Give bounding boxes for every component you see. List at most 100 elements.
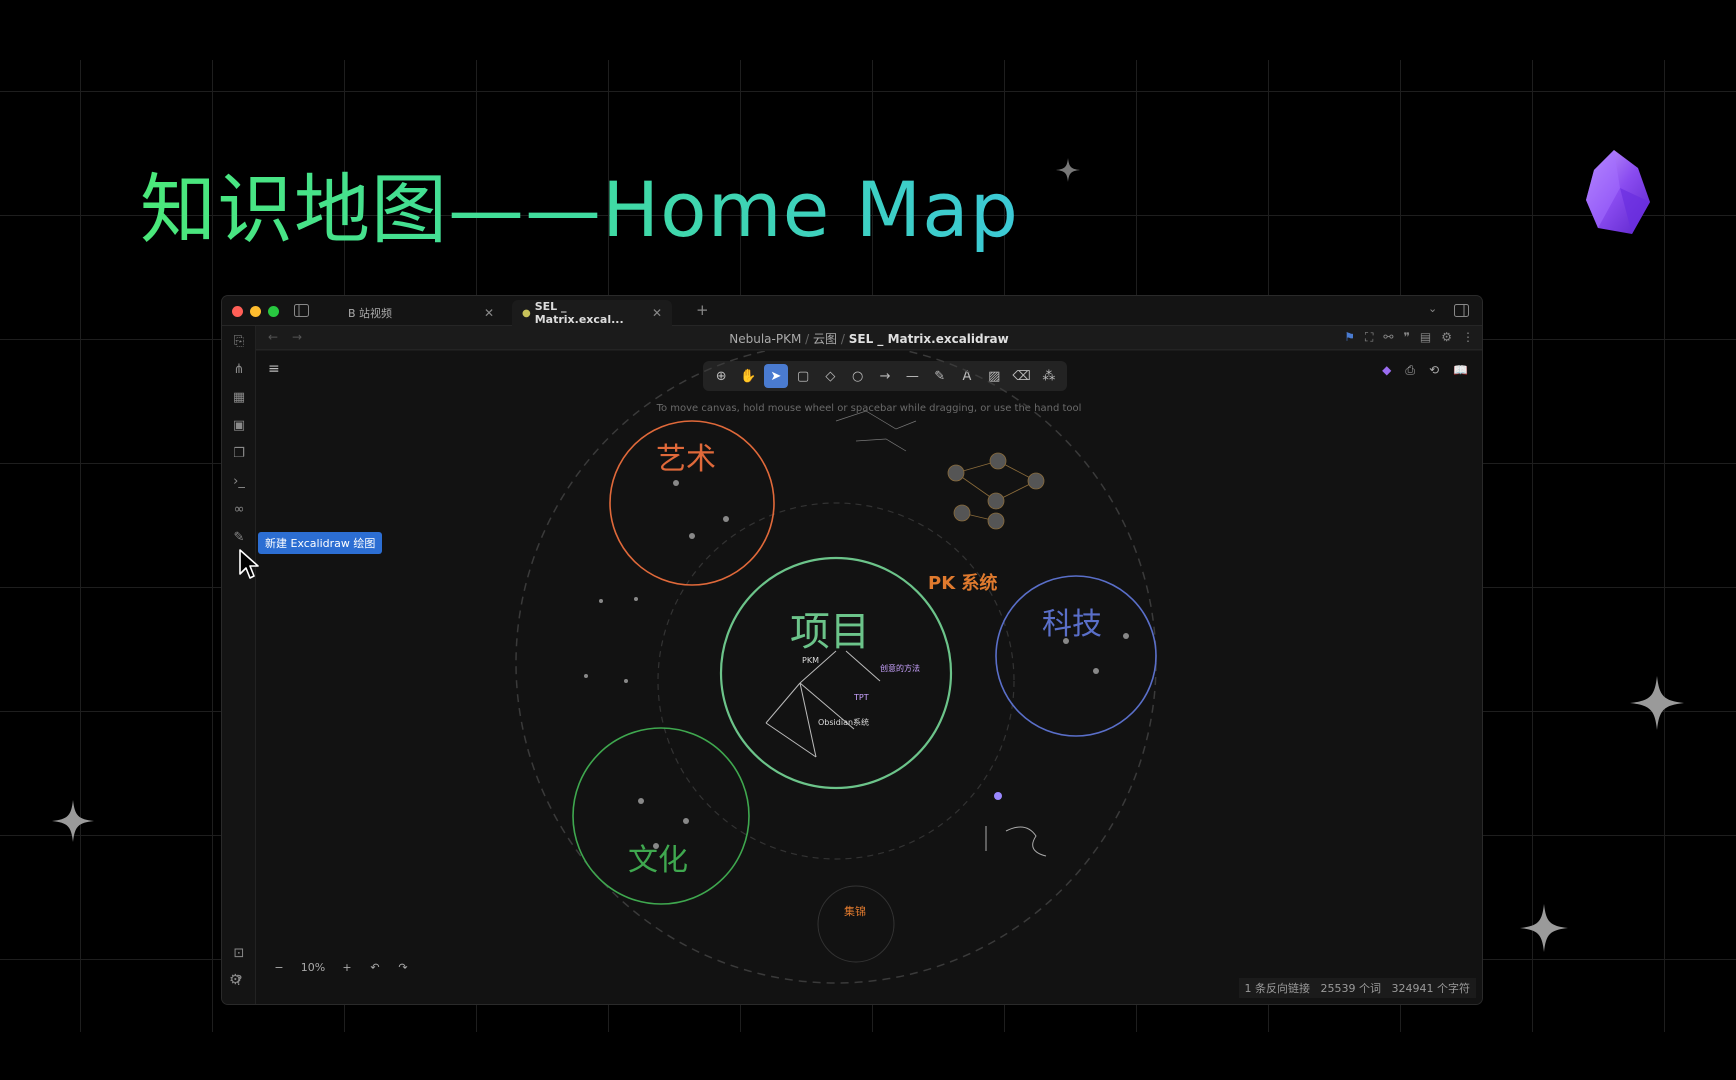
switcher-icon[interactable]: ⎘ xyxy=(233,334,245,349)
excalidraw-toolbar: ⊕ ✋ ➤ ▢ ◇ ○ → — ✎ A ▨ ⌫ ⁂ xyxy=(703,361,1067,391)
redo-icon[interactable]: ↷ xyxy=(398,960,408,974)
back-arrow-icon[interactable]: ← xyxy=(268,330,279,344)
background-bottom-band xyxy=(0,1032,1736,1080)
bookmark-icon[interactable]: ⚑ xyxy=(1344,330,1355,344)
tab-bilibili-label: B 站视频 xyxy=(348,307,393,320)
tpt-node[interactable]: TPT xyxy=(854,693,869,702)
lock-tool-icon[interactable]: ⊕ xyxy=(715,368,727,384)
knowledge-map-drawing xyxy=(515,351,1157,984)
slide-headline: 知识地图——Home Map xyxy=(140,148,1019,258)
gear-icon[interactable]: ⚙ xyxy=(1441,330,1452,344)
breadcrumb-folder[interactable]: 云图 xyxy=(813,332,838,346)
breadcrumb-file[interactable]: SEL _ Matrix.excalidraw xyxy=(848,332,1009,346)
vault-icon[interactable]: ⊡ xyxy=(233,946,245,961)
obsidian-system-node[interactable]: Obsidian系统 xyxy=(818,718,870,727)
close-icon[interactable]: ✕ xyxy=(483,306,494,320)
draw-tool-icon[interactable]: ✎ xyxy=(934,368,946,384)
sparkle-icon xyxy=(52,800,94,842)
fullscreen-icon[interactable]: ⛶ xyxy=(1364,330,1374,344)
collection-label: 集锦 xyxy=(844,905,866,918)
inner-dashed-ring xyxy=(657,502,1015,860)
extra-tools-icon[interactable]: ⁂ xyxy=(1042,368,1056,384)
close-icon[interactable]: ✕ xyxy=(651,306,662,320)
constellation-sketch xyxy=(835,410,917,452)
quote-icon[interactable]: ❞ xyxy=(1403,330,1410,344)
breadcrumb-vault[interactable]: Nebula-PKM xyxy=(729,332,802,346)
library-icon[interactable]: 📖 xyxy=(1453,363,1468,377)
art-circle xyxy=(609,420,775,586)
settings-gear-icon[interactable]: ⚙ xyxy=(229,972,242,988)
zoom-in-button[interactable]: + xyxy=(342,960,352,974)
glasses-icon[interactable]: ∞ xyxy=(233,502,245,517)
view-header: ← → Nebula-PKM / 云图 / SEL _ Matrix.excal… xyxy=(256,326,1482,350)
diamond-tool-icon[interactable]: ◇ xyxy=(825,368,836,384)
sparkle-icon xyxy=(1520,904,1568,952)
templates-icon[interactable]: ❐ xyxy=(233,446,245,461)
title-bar: B 站视频 ✕ ● SEL _ Matrix.excal... ✕ + ⌄ xyxy=(222,296,1482,326)
canvas-icon[interactable]: ▦ xyxy=(232,390,246,405)
canvas-hint: To move canvas, hold mouse wheel or spac… xyxy=(656,403,1082,414)
tab-bilibili-videos[interactable]: B 站视频 ✕ xyxy=(338,300,504,326)
method-node[interactable]: 创意的方法 xyxy=(880,664,920,673)
terminal-icon[interactable]: ›_ xyxy=(233,474,245,489)
zoom-level[interactable]: 10% xyxy=(300,960,326,974)
project-circle xyxy=(719,556,953,790)
graph-view-icon[interactable]: ⋔ xyxy=(233,362,245,377)
undo-icon[interactable]: ↶ xyxy=(370,960,380,974)
tab-sel-matrix-label: SEL _ Matrix.excal... xyxy=(534,300,624,326)
obsidian-window: B 站视频 ✕ ● SEL _ Matrix.excal... ✕ + ⌄ ⎘ … xyxy=(222,296,1482,1004)
sidebar-toggle-icon[interactable] xyxy=(294,304,309,317)
excalidraw-canvas[interactable]: ≡ ⊕ ✋ ➤ ▢ ◇ ○ → — ✎ A ▨ ⌫ ⁂ ◆ ⎙ ⟲ 📖 To m… xyxy=(256,351,1482,1004)
zoom-out-button[interactable]: − xyxy=(274,960,284,974)
breadcrumb-separator: / xyxy=(840,332,845,346)
chevron-down-icon[interactable]: ⌄ xyxy=(1428,302,1438,315)
tab-sel-matrix[interactable]: ● SEL _ Matrix.excal... ✕ xyxy=(512,300,672,326)
tech-circle xyxy=(995,575,1157,737)
obsidian-icon[interactable]: ◆ xyxy=(1382,363,1392,377)
link-icon[interactable]: ⚯ xyxy=(1383,330,1394,344)
status-bar: 1 条反向链接 25539 个词 324941 个字符 xyxy=(1238,978,1476,998)
sparkle-icon xyxy=(1630,676,1684,730)
canvas-top-right-actions: ◆ ⎙ ⟲ 📖 xyxy=(1382,363,1468,378)
portrait-network xyxy=(947,452,1045,530)
culture-label: 文化 xyxy=(628,843,688,878)
pkm-node[interactable]: PKM xyxy=(802,656,819,665)
zoom-window-button[interactable] xyxy=(268,306,279,317)
share-icon[interactable]: ⟲ xyxy=(1428,363,1440,377)
image-tool-icon[interactable]: ▨ xyxy=(988,368,1001,384)
save-icon[interactable]: ▤ xyxy=(1419,330,1432,344)
rectangle-tool-icon[interactable]: ▢ xyxy=(796,368,810,384)
mouse-cursor-icon xyxy=(239,549,259,579)
ribbon-tooltip: 新建 Excalidraw 绘图 xyxy=(258,532,383,554)
obsidian-logo-icon xyxy=(1586,150,1650,234)
excalidraw-icon: ● xyxy=(522,307,531,319)
background-top-band xyxy=(0,0,1736,60)
selection-tool-icon[interactable]: ➤ xyxy=(763,364,788,388)
forward-arrow-icon[interactable]: → xyxy=(292,330,303,344)
right-sidebar-toggle-icon[interactable] xyxy=(1454,304,1469,317)
export-icon[interactable]: ⎙ xyxy=(1405,363,1415,377)
art-label: 艺术 xyxy=(656,442,716,477)
hand-tool-icon[interactable]: ✋ xyxy=(740,368,757,384)
arrow-tool-icon[interactable]: → xyxy=(879,368,891,384)
breadcrumb-separator: / xyxy=(805,332,810,346)
calendar-icon[interactable]: ▣ xyxy=(232,418,246,433)
ellipse-tool-icon[interactable]: ○ xyxy=(852,368,864,384)
more-options-icon[interactable]: ⋮ xyxy=(1462,330,1474,344)
breadcrumb: Nebula-PKM / 云图 / SEL _ Matrix.excalidra… xyxy=(256,330,1482,347)
line-tool-icon[interactable]: — xyxy=(905,368,919,384)
menu-icon[interactable]: ≡ xyxy=(268,361,280,377)
sparkle-icon xyxy=(1056,158,1080,182)
minimize-window-button[interactable] xyxy=(250,306,261,317)
backlinks-count[interactable]: 1 条反向链接 xyxy=(1244,982,1311,995)
text-tool-icon[interactable]: A xyxy=(962,368,972,384)
new-tab-icon[interactable]: + xyxy=(696,301,709,319)
collection-circle xyxy=(817,885,895,963)
close-window-button[interactable] xyxy=(232,306,243,317)
excalidraw-new-icon[interactable]: ✎ xyxy=(233,530,245,545)
tech-label: 科技 xyxy=(1042,607,1102,642)
culture-circle xyxy=(572,727,750,905)
eraser-tool-icon[interactable]: ⌫ xyxy=(1012,368,1031,384)
help-icon[interactable]: ? xyxy=(235,974,243,989)
view-actions: ⚑ ⛶ ⚯ ❞ ▤ ⚙ ⋮ xyxy=(1344,330,1474,345)
